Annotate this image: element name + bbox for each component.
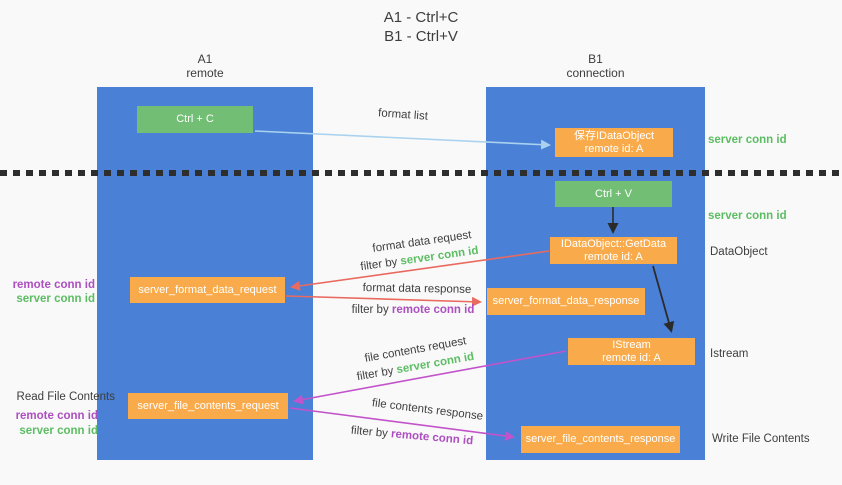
left-label-remote-conn-id-2: remote conn id [15,410,98,422]
filter-by-prefix: filter by [359,256,399,274]
box-server-format-data-response: server_format_data_response [487,288,645,315]
left-label-remote-conn-id-1: remote conn id [12,279,95,291]
filter-by-remote-conn-id: remote conn id [391,304,475,316]
label-format-list: format list [377,107,429,123]
box-istream: IStream remote id: A [568,338,695,365]
arrow-format-data-response [285,295,482,307]
right-label-server-conn-id-2: server conn id [708,210,787,222]
box-server-file-contents-response: server_file_contents_response [521,426,680,453]
label-file-contents-response: file contents response [371,397,484,423]
box-idataobject-getdata-line2: remote id: A [584,250,643,263]
title-line-2: B1 - Ctrl+V [384,28,458,45]
label-filter-by-remote-conn-id-2: filter by remote conn id [337,423,487,448]
filter-by-prefix: filter by [351,304,389,316]
box-server-format-data-response-label: server_format_data_response [492,295,640,307]
left-label-server-conn-id-2: server conn id [19,425,98,437]
box-istream-line2: remote id: A [602,351,661,364]
filter-by-prefix: filter by [355,364,395,384]
column-a1-name: A1 [197,52,213,66]
title-line-1: A1 - Ctrl+C [383,9,459,26]
right-label-server-conn-id-1: server conn id [708,134,787,146]
diagram-title: A1 - Ctrl+C B1 - Ctrl+V [0,8,842,46]
right-label-dataobject: DataObject [710,246,768,258]
box-istream-line1: IStream [612,338,651,351]
column-b1-name: B1 [588,52,603,66]
left-label-read-file-contents: Read File Contents [16,391,115,403]
column-header-b1: B1 connection [486,52,705,80]
right-label-write-file-contents: Write File Contents [712,433,810,445]
box-idataobject-getdata: IDataObject::GetData remote id: A [550,237,677,264]
column-header-a1: A1 remote [97,52,313,80]
filter-by-prefix: filter by [350,424,389,440]
box-server-format-data-request: server_format_data_request [130,277,285,303]
box-server-format-data-request-label: server_format_data_request [138,283,277,296]
column-b1-subtitle: connection [566,66,625,80]
column-a1-subtitle: remote [186,66,224,80]
box-save-idataobject: 保存IDataObject remote id: A [555,128,673,157]
box-server-file-contents-response-label: server_file_contents_response [525,433,676,445]
box-save-idataobject-line2: remote id: A [584,142,644,155]
right-label-istream: Istream [710,348,749,360]
box-ctrl-c-label: Ctrl + C [176,113,214,125]
box-ctrl-v: Ctrl + V [555,181,672,207]
left-label-server-conn-id-1: server conn id [16,293,95,305]
box-save-idataobject-line1: 保存IDataObject [573,129,655,142]
filter-by-remote-conn-id: remote conn id [390,428,474,448]
box-ctrl-c: Ctrl + C [137,106,253,133]
box-server-file-contents-request-label: server_file_contents_request [137,399,279,412]
box-idataobject-getdata-line1: IDataObject::GetData [560,237,667,250]
label-format-data-response: format data response [362,282,472,296]
label-filter-by-remote-conn-id-1: filter by remote conn id [338,304,488,316]
box-ctrl-v-label: Ctrl + V [595,187,632,200]
box-server-file-contents-request: server_file_contents_request [128,393,288,419]
